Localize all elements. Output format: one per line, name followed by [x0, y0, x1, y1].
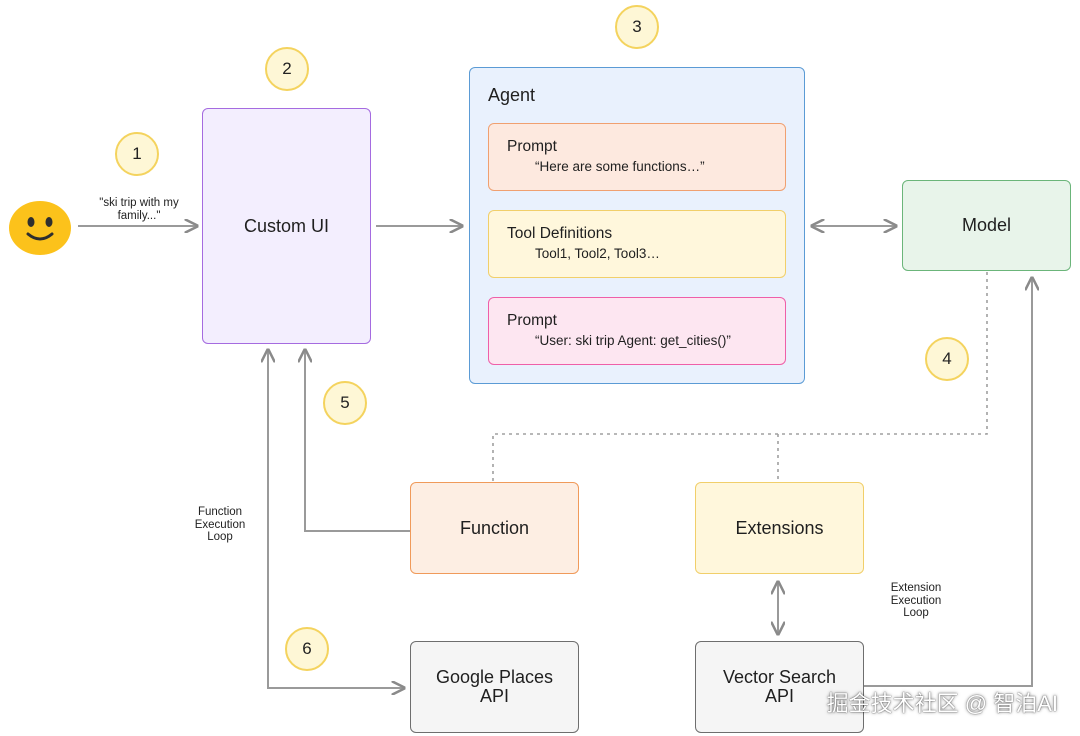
- custom-ui-box: Custom UI: [202, 108, 371, 344]
- google-places-api-label: Google Places API: [435, 667, 554, 706]
- agent-card-tool-definitions: Tool Definitions Tool1, Tool2, Tool3…: [488, 210, 786, 278]
- function-execution-loop-label: Function Execution Loop: [194, 506, 246, 543]
- step-badge-4: 4: [925, 337, 969, 381]
- function-box: Function: [410, 482, 579, 574]
- custom-ui-label: Custom UI: [243, 215, 330, 236]
- step-badge-2: 2: [265, 47, 309, 91]
- extension-execution-loop-label: Extension Execution Loop: [890, 582, 942, 619]
- step-badge-5: 5: [323, 381, 367, 425]
- arrow-vector-to-model: [864, 278, 1032, 687]
- agent-card-heading: Prompt: [507, 312, 557, 329]
- step-badge-6: 6: [285, 627, 329, 671]
- agent-title: Agent: [488, 85, 536, 105]
- agent-card-heading: Tool Definitions: [507, 225, 613, 242]
- arrow-places-loop: [268, 350, 404, 688]
- agent-card-text: “Here are some functions…”: [535, 159, 705, 174]
- user-emoji-icon: [8, 198, 72, 256]
- agent-card-user-prompt: Prompt “User: ski trip Agent: get_cities…: [488, 297, 786, 365]
- agent-card-text: “User: ski trip Agent: get_cities()”: [535, 333, 731, 348]
- extensions-label: Extensions: [735, 517, 824, 538]
- watermark-text: 掘金技术社区 @ 智泊AI: [826, 691, 1058, 716]
- vector-search-api-label: Vector Search API: [722, 667, 837, 706]
- dotted-model-to-tools: [492, 272, 988, 482]
- model-label: Model: [961, 215, 1012, 235]
- google-places-api-box: Google Places API: [410, 641, 579, 733]
- vector-search-api-box: Vector Search API: [695, 641, 864, 733]
- user-quote: "ski trip with my family...": [99, 197, 179, 222]
- agent-card-text: Tool1, Tool2, Tool3…: [535, 246, 660, 261]
- agent-box: Agent Prompt “Here are some functions…” …: [469, 67, 805, 384]
- agent-card-prompt: Prompt “Here are some functions…”: [488, 123, 786, 191]
- step-badge-1: 1: [115, 132, 159, 176]
- extensions-box: Extensions: [695, 482, 864, 574]
- step-badge-3: 3: [615, 5, 659, 49]
- function-label: Function: [459, 517, 530, 538]
- arrow-function-to-ui: [305, 350, 410, 532]
- model-box: Model: [902, 180, 1071, 271]
- agent-card-heading: Prompt: [507, 138, 557, 155]
